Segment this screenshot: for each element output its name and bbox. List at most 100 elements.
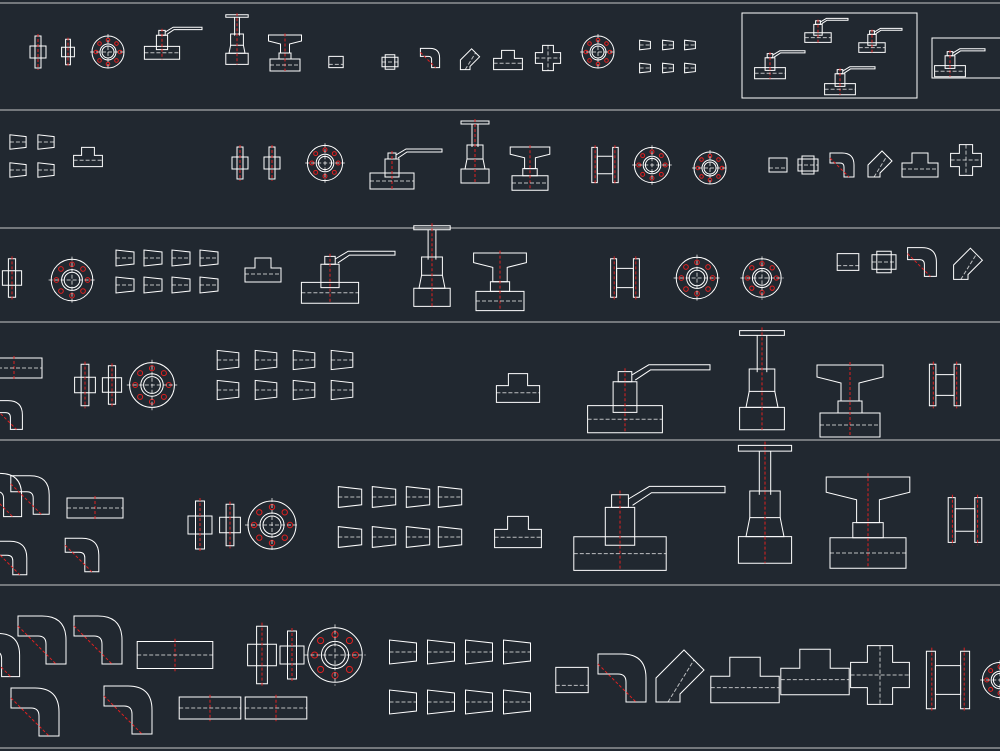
flange-face-symbol	[632, 145, 672, 185]
pipe-segment-symbol	[179, 695, 241, 721]
ball-valve-symbol	[859, 28, 902, 52]
reducer-symbol	[438, 527, 461, 548]
gate-valve-symbol	[461, 119, 489, 183]
reducer-symbol	[504, 640, 531, 664]
elbow-symbol	[908, 248, 937, 277]
ball-valve-symbol	[935, 49, 985, 77]
flange-face-symbol	[305, 143, 345, 183]
elbow-symbol	[74, 616, 122, 664]
butterfly-valve-symbol	[817, 362, 883, 437]
tee-symbol	[245, 258, 281, 282]
cap-symbol	[329, 56, 343, 67]
cap-symbol	[556, 667, 588, 692]
reducer-symbol	[200, 277, 218, 293]
reducer-symbol	[640, 40, 651, 50]
ball-valve-symbol	[144, 27, 202, 59]
elbow-symbol	[104, 686, 152, 734]
cross-symbol	[851, 646, 910, 705]
ball-valve-symbol	[755, 51, 805, 79]
reducer-symbol	[685, 40, 696, 50]
reducer-symbol	[438, 487, 461, 508]
reducer-symbol	[116, 250, 134, 266]
flange-side-symbol	[188, 498, 212, 552]
flange-face-symbol	[580, 34, 616, 70]
cross-symbol	[951, 145, 982, 176]
reducer-symbol	[504, 690, 531, 714]
flange-face-symbol	[127, 360, 177, 410]
gate-valve-symbol	[414, 223, 450, 306]
flange-face-symbol	[90, 34, 126, 70]
reducer-symbol	[293, 350, 315, 369]
union-symbol	[872, 251, 896, 273]
flange-face-symbol	[740, 256, 783, 299]
butterfly-valve-symbol	[269, 34, 302, 72]
flange-side-symbol	[280, 628, 304, 682]
flange-face-symbol	[304, 624, 365, 685]
gate-valve-symbol	[738, 442, 791, 564]
flange-face-symbol	[245, 498, 299, 552]
elbow-symbol	[11, 688, 59, 736]
cap-symbol	[769, 158, 787, 172]
flange-side-symbol	[248, 623, 277, 688]
reducer-symbol	[406, 487, 429, 508]
ball-valve-symbol	[588, 365, 710, 433]
elbow-symbol	[0, 401, 22, 430]
reducer-symbol	[663, 63, 674, 73]
reducer-symbol	[144, 250, 162, 266]
elbow-symbol	[420, 48, 439, 67]
flange-side-symbol	[232, 145, 248, 181]
flange-side-symbol	[75, 362, 96, 409]
elbow-symbol	[0, 541, 27, 575]
tee-symbol	[711, 657, 779, 703]
reducer-symbol	[331, 380, 353, 399]
pipe-segment-symbol	[245, 695, 307, 721]
double-flange-symbol	[611, 256, 640, 299]
reducer-symbol	[338, 527, 361, 548]
flange-side-symbol	[102, 363, 121, 406]
reducer-symbol	[293, 380, 315, 399]
elbow-45-symbol	[656, 650, 704, 702]
reducer-symbol	[172, 277, 190, 293]
valve-group-frame	[932, 38, 1000, 78]
tee-symbol	[495, 516, 542, 547]
ball-valve-symbol	[825, 67, 875, 95]
reducer-symbol	[466, 690, 493, 714]
reducer-symbol	[200, 250, 218, 266]
pipe-segment-symbol	[137, 639, 213, 671]
reducer-symbol	[685, 63, 696, 73]
cap-symbol	[837, 254, 859, 271]
reducer-symbol	[255, 380, 277, 399]
flange-face-symbol	[49, 257, 96, 304]
butterfly-valve-symbol	[474, 251, 527, 311]
reducer-symbol	[331, 350, 353, 369]
flange-side-symbol	[2, 256, 21, 299]
elbow-symbol	[830, 153, 854, 177]
reducer-symbol	[406, 527, 429, 548]
reducer-symbol	[38, 135, 54, 149]
reducer-symbol	[217, 380, 239, 399]
tee-symbol	[74, 147, 103, 166]
pipe-segment-symbol	[67, 496, 123, 520]
ball-valve-symbol	[805, 18, 848, 42]
tee-symbol	[494, 50, 523, 69]
union-symbol	[382, 55, 398, 69]
double-flange-symbol	[592, 145, 618, 185]
reducer-symbol	[466, 640, 493, 664]
pipe-segment-symbol	[0, 356, 42, 380]
elbow-45-symbol	[954, 248, 983, 279]
butterfly-valve-symbol	[826, 473, 910, 568]
elbow-symbol	[0, 633, 20, 676]
flange-side-symbol	[264, 145, 280, 181]
reducer-symbol	[640, 63, 651, 73]
reducer-symbol	[172, 250, 190, 266]
gate-valve-symbol	[740, 327, 785, 429]
cross-symbol	[535, 45, 560, 70]
elbow-symbol	[65, 538, 99, 572]
reducer-symbol	[428, 690, 455, 714]
reducer-symbol	[144, 277, 162, 293]
reducer-symbol	[10, 135, 26, 149]
reducer-symbol	[116, 277, 134, 293]
elbow-symbol	[11, 476, 49, 514]
double-flange-symbol	[929, 362, 960, 409]
